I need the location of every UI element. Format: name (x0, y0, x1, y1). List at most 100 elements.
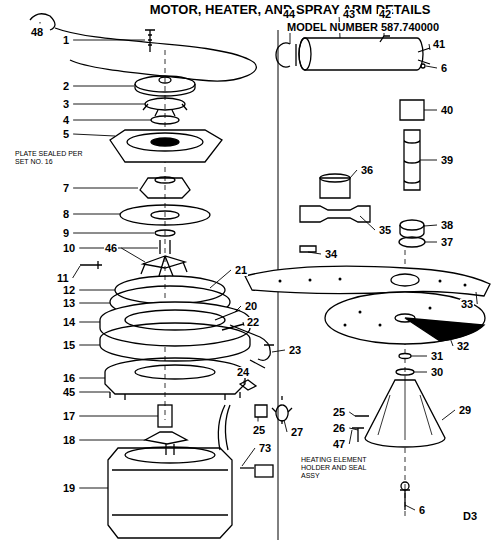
callout-number: 47 (332, 439, 346, 450)
leader-line (121, 248, 145, 262)
leader-line (79, 303, 110, 304)
callout-number: 36 (360, 165, 374, 176)
callout-number: 46 (104, 243, 118, 254)
leader-line (79, 378, 105, 379)
callout-number: 25 (332, 407, 346, 418)
leader-line (424, 110, 437, 111)
callout-number: 45 (62, 387, 76, 398)
leader-line (420, 160, 437, 161)
leader-line (79, 290, 115, 291)
callout-number: 31 (430, 351, 444, 362)
callout-number: 21 (234, 265, 248, 276)
leader-line (424, 225, 437, 226)
callout-number: 32 (456, 341, 470, 352)
callout-number: 37 (440, 237, 454, 248)
callout-number: 5 (62, 129, 70, 140)
callout-number: 7 (62, 183, 70, 194)
callout-number: 38 (440, 220, 454, 231)
leader-line (73, 134, 115, 136)
leader-line (425, 242, 437, 243)
leader-line (308, 252, 321, 254)
callout-number: 11 (56, 273, 70, 284)
part-note: HEATING ELEMENT HOLDER AND SEAL ASSY (300, 456, 380, 479)
leader-line (235, 306, 241, 312)
callout-number: 48 (30, 27, 44, 38)
callout-number: 4 (62, 115, 70, 126)
callout-number: 6 (418, 505, 426, 516)
leader-line (243, 322, 244, 326)
callout-number: 24 (236, 367, 250, 378)
leader-line (79, 248, 158, 249)
callout-number: D3 (462, 511, 478, 522)
leader-line (349, 428, 358, 430)
callout-number: 25 (252, 425, 266, 436)
leader-line (429, 44, 430, 50)
leader-line (442, 410, 455, 420)
callout-number: 33 (460, 299, 474, 310)
leader-line (360, 216, 375, 230)
callout-number: 22 (246, 317, 260, 328)
callout-number: 10 (62, 243, 76, 254)
model-number: MODEL NUMBER 587.740000 (286, 22, 440, 33)
callout-number: 14 (62, 317, 76, 328)
leader-line (405, 505, 415, 510)
leader-line (79, 392, 110, 393)
callout-number: 23 (288, 345, 302, 356)
callout-number: 3 (62, 99, 70, 110)
leader-line (414, 372, 427, 373)
leader-line (79, 322, 100, 323)
leader-line (73, 233, 154, 234)
leader-line (476, 292, 477, 304)
callout-number: 12 (62, 285, 76, 296)
callout-number: 20 (244, 301, 258, 312)
part-note: PLATE SEALED PER SET NO. 16 (14, 150, 94, 165)
leader-line (258, 417, 259, 422)
callout-number: 43 (342, 9, 356, 20)
leader-line (411, 356, 427, 357)
callout-number: 8 (62, 209, 70, 220)
callout-number: 16 (62, 373, 76, 384)
callout-number: 39 (440, 155, 454, 166)
callout-number: 17 (62, 411, 76, 422)
callout-number: 2 (62, 81, 70, 92)
leader-line (40, 22, 41, 24)
leader-line (79, 416, 158, 417)
callout-number: 41 (432, 39, 446, 50)
leader-line (73, 40, 145, 41)
callout-number: 13 (62, 298, 76, 309)
leader-line (73, 104, 146, 105)
callout-number: 29 (458, 405, 472, 416)
callout-number: 40 (440, 105, 454, 116)
leader-line (349, 412, 355, 416)
leader-line (79, 440, 145, 441)
callout-number: 27 (290, 427, 304, 438)
leader-line (244, 381, 245, 385)
callout-number: 42 (378, 9, 392, 20)
leader-line (73, 214, 120, 215)
leader-line (350, 170, 357, 178)
callout-number: 44 (282, 9, 296, 20)
callout-number: 26 (332, 423, 346, 434)
leader-line (284, 420, 287, 432)
leader-line (73, 188, 138, 189)
callout-number: 73 (258, 443, 272, 454)
callout-number: 19 (62, 483, 76, 494)
callout-number: 6 (440, 63, 448, 74)
callout-number: 34 (324, 249, 338, 260)
callout-number: 30 (430, 367, 444, 378)
leader-line (73, 86, 134, 87)
leader-line (349, 430, 352, 444)
leader-line (242, 448, 255, 466)
leader-line (73, 266, 80, 278)
leader-line (272, 350, 285, 352)
leader-line (210, 270, 231, 288)
leader-line (79, 488, 108, 489)
leader-line (73, 120, 151, 121)
leader-line (450, 338, 453, 346)
leader-line (426, 66, 437, 68)
callout-number: 1 (62, 35, 70, 46)
callout-number: 18 (62, 435, 76, 446)
leader-line (79, 345, 100, 346)
